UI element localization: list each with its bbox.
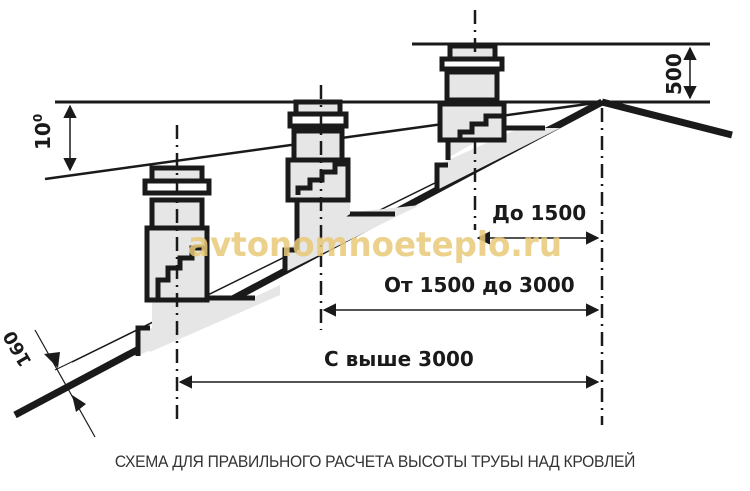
offset-160-label: 160 [0, 327, 36, 370]
offset-ext-line [54, 329, 138, 371]
axis-lines [175, 10, 604, 425]
chimney-near [434, 43, 560, 192]
chimney-middle [282, 99, 420, 274]
angle-label: 100 [31, 114, 55, 150]
height-500-label: 500 [662, 53, 686, 95]
diagram-caption: СХЕМА ДЛЯ ПРАВИЛЬНОГО РАСЧЕТА ВЫСОТЫ ТРУ… [114, 452, 636, 471]
offset-arrow [34, 329, 96, 438]
distance-label-1500-3000: От 1500 до 3000 [384, 273, 575, 297]
distance-label-3000: С выше 3000 [324, 347, 474, 371]
distance-label-1500: До 1500 [492, 201, 586, 225]
roof-slope-right [601, 98, 733, 139]
watermark: avtonomnoeteplo.ru [188, 225, 562, 265]
